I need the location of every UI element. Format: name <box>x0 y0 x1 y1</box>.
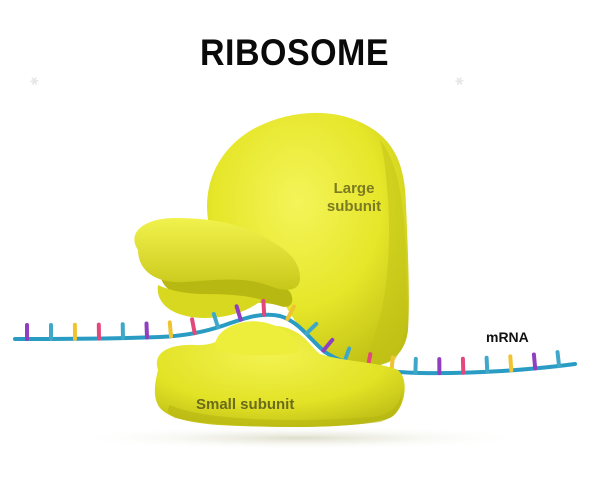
mrna-bases <box>25 298 562 376</box>
large-subunit-lip <box>134 218 300 290</box>
mrna-base <box>211 312 220 330</box>
small-subunit-hump <box>214 321 299 356</box>
large-subunit-label: Large subunit <box>312 180 396 216</box>
mrna-base <box>321 337 335 353</box>
mrna-base <box>531 352 538 371</box>
small-subunit-shade <box>167 388 403 427</box>
page-title: RIBOSOME <box>199 32 390 74</box>
large-subunit-body <box>206 112 409 367</box>
mrna-base <box>508 354 514 373</box>
mrna-base <box>484 355 490 374</box>
large-subunit-shade <box>360 140 407 365</box>
mrna-base <box>167 320 173 339</box>
mrna-base <box>234 304 243 322</box>
mrna-base <box>261 298 267 317</box>
mrna-base <box>144 321 149 340</box>
mrna-base <box>555 350 562 368</box>
ground-shadow <box>70 426 530 450</box>
mrna-base <box>342 346 352 364</box>
large-subunit-label-line2: subunit <box>326 198 382 215</box>
mrna-backbone <box>13 312 577 376</box>
mrna-label: mRNA <box>486 329 529 345</box>
small-subunit-body <box>154 325 405 428</box>
mrna-base <box>304 321 319 336</box>
large-subunit-label-line1: Large <box>333 180 375 197</box>
small-subunit-label: Small subunit <box>196 396 295 413</box>
mrna-base <box>285 304 296 321</box>
mrna-base <box>190 317 197 336</box>
